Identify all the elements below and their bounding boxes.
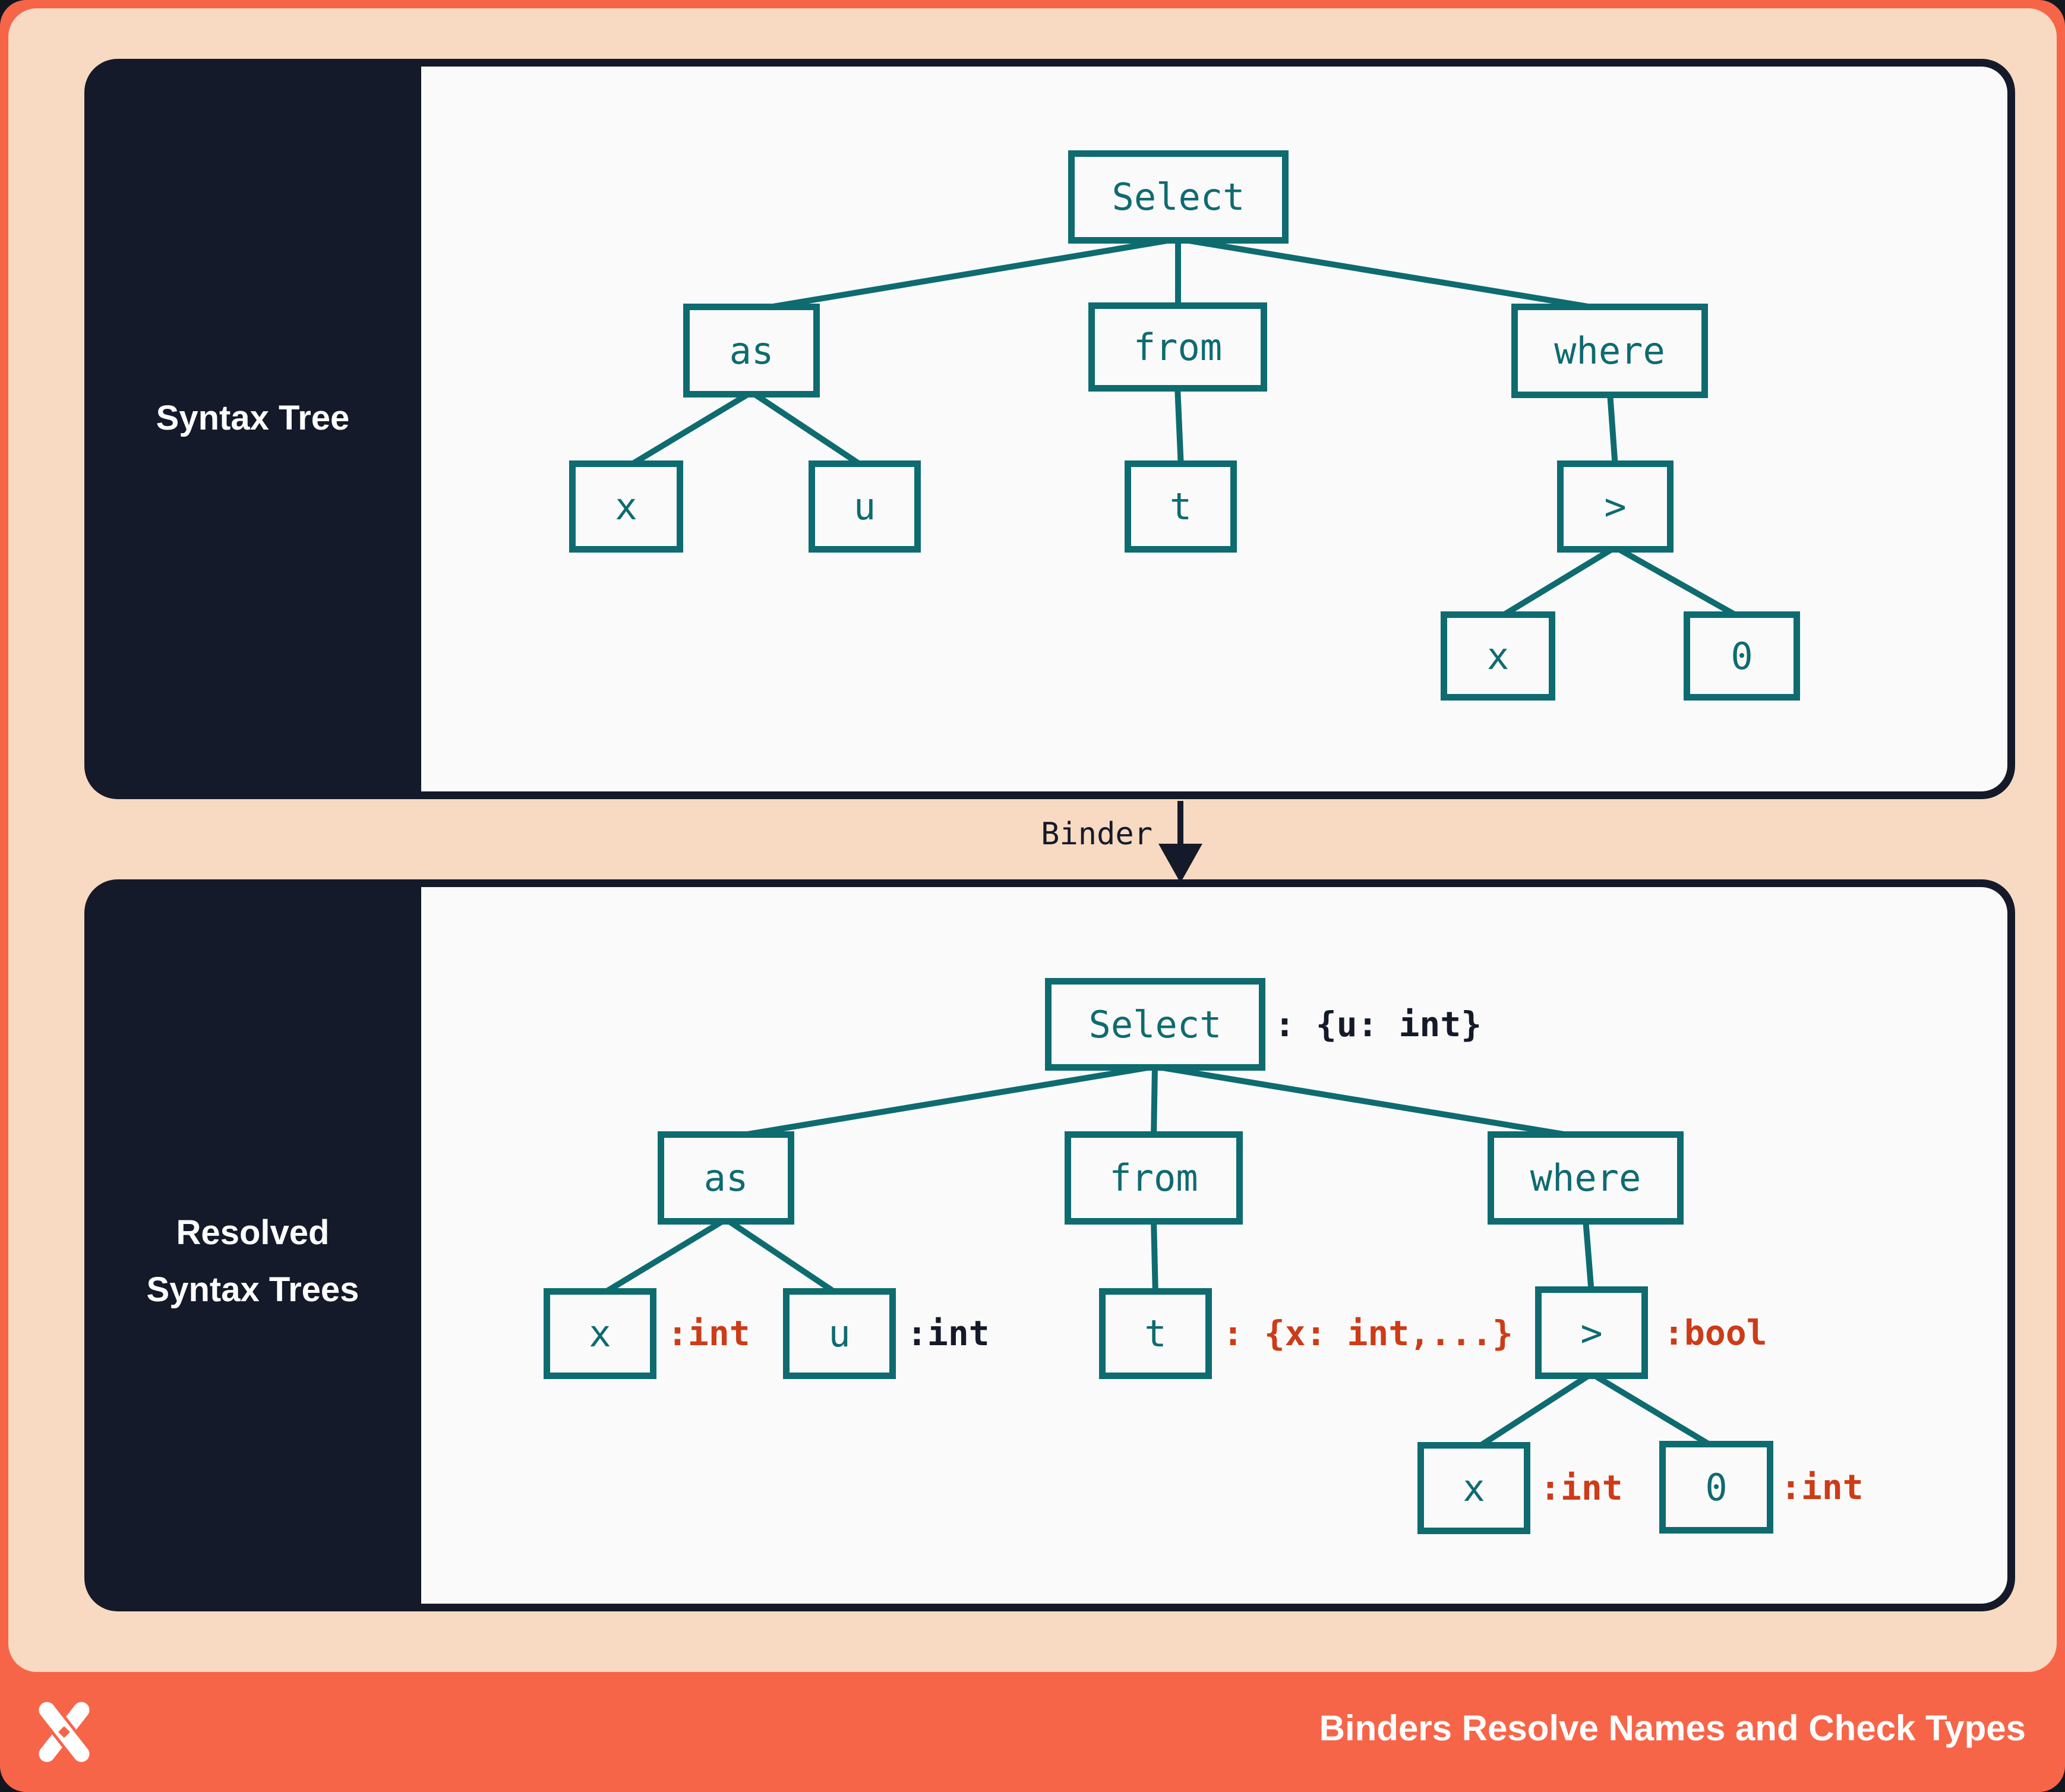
node-greater-than: > <box>1557 460 1674 553</box>
binder-label: Binder <box>1041 816 1153 852</box>
node-t: t <box>1125 460 1237 553</box>
logo-diamond-hole <box>58 1726 70 1738</box>
node-zero: 0 <box>1684 611 1800 701</box>
x-mark-logo-icon <box>36 1700 93 1763</box>
resolved-node-x-left: x <box>544 1288 656 1379</box>
node-x-left: x <box>569 460 683 553</box>
resolved-node-greater-than: > <box>1535 1286 1648 1379</box>
type-annotation-greater-than: :bool <box>1663 1313 1767 1353</box>
panel-resolved-title-line2: Syntax Trees <box>146 1270 359 1309</box>
type-annotation-u: :int <box>907 1313 990 1354</box>
resolved-node-as: as <box>658 1131 794 1225</box>
resolved-node-u: u <box>783 1288 896 1379</box>
node-x-right: x <box>1441 611 1555 701</box>
resolved-node-zero: 0 <box>1659 1441 1773 1534</box>
resolved-node-where: where <box>1488 1131 1684 1225</box>
type-annotation-t: : {x: int,...} <box>1223 1313 1513 1354</box>
footer-caption: Binders Resolve Names and Check Types <box>1319 1708 2026 1748</box>
node-select: Select <box>1068 150 1289 244</box>
node-u: u <box>809 460 921 553</box>
resolved-node-x-right: x <box>1417 1442 1530 1534</box>
resolved-node-select: Select <box>1045 978 1265 1071</box>
resolved-node-from: from <box>1065 1131 1243 1225</box>
type-annotation-x-right: :int <box>1540 1468 1623 1508</box>
node-as: as <box>683 304 820 397</box>
type-annotation-x-left: :int <box>667 1313 750 1354</box>
resolved-node-t: t <box>1099 1288 1212 1379</box>
type-annotation-select: : {u: int} <box>1274 1004 1482 1045</box>
panel-resolved-title-line1: Resolved <box>176 1213 330 1252</box>
panel-resolved-syntax-trees-title: Resolved Syntax Trees <box>84 1204 421 1318</box>
node-where: where <box>1511 304 1708 398</box>
type-annotation-zero: :int <box>1780 1467 1864 1507</box>
panel-syntax-tree-title: Syntax Tree <box>156 399 350 437</box>
node-from: from <box>1088 302 1267 392</box>
